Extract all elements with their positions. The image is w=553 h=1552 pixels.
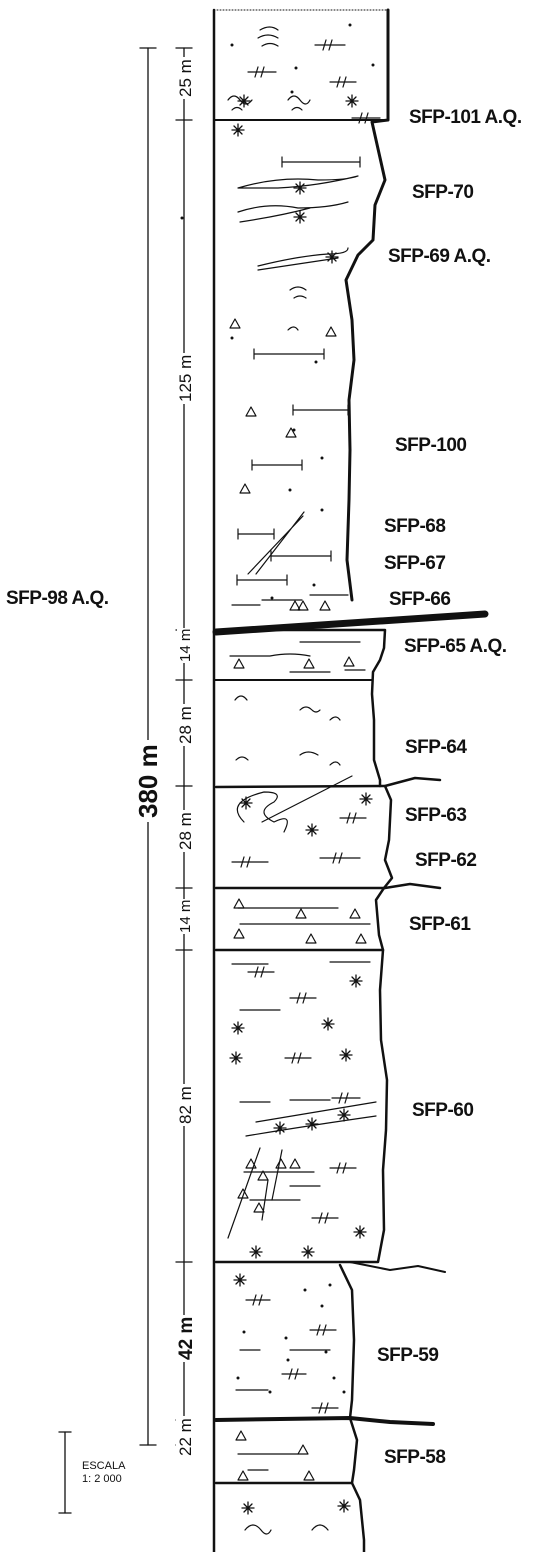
sample-label-sfp70: SFP-70 (412, 182, 473, 204)
sample-label-sfp59: SFP-59 (377, 1345, 438, 1367)
sample-label-sfp61: SFP-61 (409, 914, 470, 936)
sample-label-sfp67: SFP-67 (384, 553, 445, 575)
thickness-scale (59, 48, 192, 1513)
profile-sfp58 (216, 1418, 357, 1483)
member-label: SFP-98 A.Q. (6, 588, 109, 610)
sample-label-sfp68: SFP-68 (384, 516, 445, 538)
interval-label: 14 m (177, 899, 194, 934)
interval-label: 125 m (176, 353, 196, 404)
sample-label-sfp62: SFP-62 (415, 850, 476, 872)
sample-label-sfp100: SFP-100 (395, 435, 466, 457)
contact-sfp63 (216, 778, 440, 787)
interval-label: 22 m (176, 1416, 196, 1458)
total-thickness-label: 380 m (133, 740, 164, 822)
profile-sfp60 (216, 950, 387, 1262)
contact-sfp58 (216, 1418, 433, 1424)
sample-label-sfp101: SFP-101 A.Q. (409, 107, 522, 129)
profile-sfp61 (216, 888, 384, 950)
sample-label-sfp63: SFP-63 (405, 805, 466, 827)
triangle-symbols (230, 319, 366, 1480)
interval-label: 28 m (176, 810, 196, 852)
sample-label-sfp66: SFP-66 (389, 589, 450, 611)
dot-symbols (181, 24, 375, 1394)
profile-sfp65-64 (216, 630, 385, 786)
interval-label: 28 m (176, 704, 196, 746)
sample-label-sfp65: SFP-65 A.Q. (404, 636, 507, 658)
profile-bottom (352, 1483, 364, 1552)
sample-label-sfp58: SFP-58 (384, 1447, 445, 1469)
interval-label: 14 m (177, 628, 194, 663)
scale-ratio: 1: 2 000 (82, 1473, 122, 1486)
profile-sfp63-62 (384, 786, 392, 888)
limestone-symbols (232, 40, 380, 1413)
interval-label: 42 m (176, 1315, 198, 1362)
interval-label: 82 m (176, 1084, 196, 1126)
contact-sfp59 (350, 1262, 445, 1272)
sample-label-sfp60: SFP-60 (412, 1100, 473, 1122)
sample-label-sfp64: SFP-64 (405, 737, 466, 759)
lithology-symbols (228, 27, 340, 1534)
scale-title: ESCALA (82, 1460, 125, 1473)
contact-sfp61 (216, 884, 440, 888)
sample-label-sfp69: SFP-69 A.Q. (388, 246, 491, 268)
interval-label: 25 m (176, 57, 196, 99)
profile-sfp59 (340, 1265, 354, 1418)
